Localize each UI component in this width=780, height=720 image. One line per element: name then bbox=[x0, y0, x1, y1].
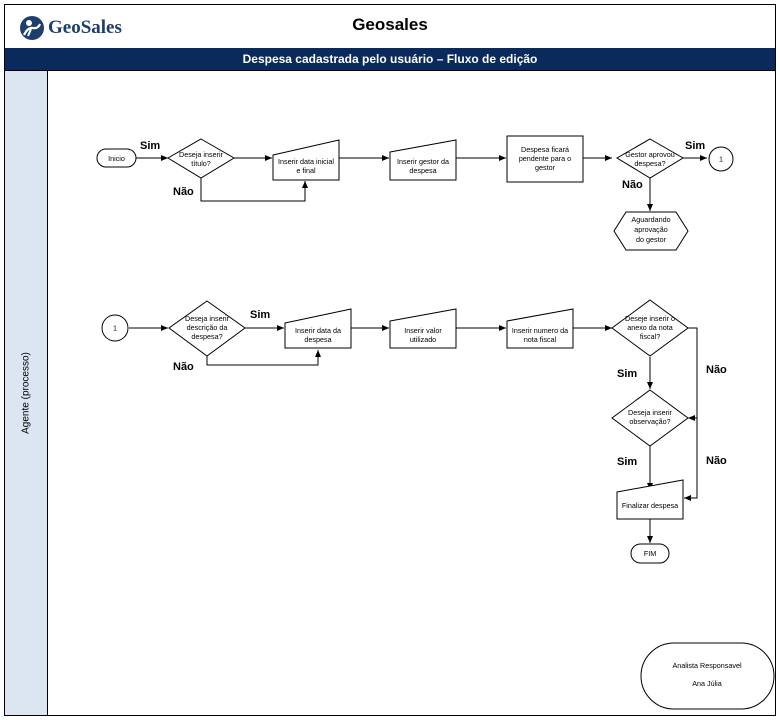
responsible-name: Ana Júlia bbox=[692, 679, 722, 688]
flow2-connectors bbox=[129, 325, 698, 543]
flow1-nao-1: Não bbox=[173, 186, 194, 198]
flow2-input-value-line: utilizado bbox=[410, 335, 436, 344]
flow1-connector: 1 bbox=[708, 146, 734, 172]
flow2-decision-description: Deseja inserir descrição da despesa? bbox=[168, 300, 246, 357]
flow1-pending-line: gestor bbox=[535, 163, 556, 172]
flow1-input-dates-line: e final bbox=[296, 166, 316, 175]
flow2-decision-description-line: Deseja inserir bbox=[185, 314, 230, 323]
flow1-sim-2: Sim bbox=[685, 140, 705, 152]
flow1-pending: Despesa ficará pendente para o gestor bbox=[506, 135, 584, 183]
flow2-input-date-line: Inserir data da bbox=[295, 326, 341, 335]
flow1-pending-line: pendente para o bbox=[519, 154, 571, 163]
flow2-decision-description-line: despesa? bbox=[191, 332, 222, 341]
flow1-sim-1: Sim bbox=[140, 140, 160, 152]
swimlane: Agente (processo) bbox=[5, 71, 48, 715]
flow2-input-invoice-line: nota fiscal bbox=[524, 335, 557, 344]
flow2-end: FIM bbox=[630, 543, 670, 564]
flow2-decision-attachment-line: Deseje inserir o bbox=[625, 314, 675, 323]
flow1-waiting-line: aprovação bbox=[634, 225, 668, 234]
flow2-finalize: Finalizar despesa bbox=[616, 479, 684, 520]
flow1-start: Inicio bbox=[96, 148, 137, 168]
flow1-decision-approved-line: despesa? bbox=[634, 159, 665, 168]
svg-text:Deseja inserir: Deseja inserir bbox=[179, 150, 224, 159]
flow1-decision-title: Deseja inserir título? bbox=[167, 138, 235, 179]
flow1-input-dates: Inserir data inicial e final bbox=[272, 139, 340, 181]
flow2-sim-2: Sim bbox=[617, 368, 637, 380]
svg-text:título?: título? bbox=[191, 159, 211, 168]
flow2-connector: 1 bbox=[101, 314, 129, 342]
flow1-decision-title-line: Deseja inserir bbox=[179, 150, 224, 159]
flow1-input-manager-line: Inserir gestor da bbox=[397, 157, 449, 166]
logo-icon bbox=[20, 16, 44, 40]
flow2-finalize-label: Finalizar despesa bbox=[622, 501, 678, 510]
flow2-input-invoice-line: Inserir numero da bbox=[512, 326, 568, 335]
flow1-waiting: Aguardando aprovação do gestor bbox=[613, 211, 689, 251]
flow2-decision-attachment-line: anexo da nota bbox=[627, 323, 673, 332]
flow2-sim-3: Sim bbox=[617, 456, 637, 468]
flow2-decision-attachment: Deseje inserir o anexo da nota fiscal? bbox=[611, 299, 689, 357]
page-title: Geosales bbox=[352, 15, 428, 34]
diagram-frame: GeoSales Geosales Despesa cadastrada pel… bbox=[4, 4, 776, 716]
flow2-decision-observation-line: Deseja inserir bbox=[628, 408, 673, 417]
flow1-input-manager-line: despesa bbox=[409, 166, 436, 175]
logo-text: GeoSales bbox=[48, 17, 122, 38]
flow1-nao-2: Não bbox=[622, 179, 643, 191]
flow2-nao-1: Não bbox=[173, 361, 194, 373]
flow2-input-date: Inserir data da despesa bbox=[284, 308, 352, 349]
flow2-decision-observation-line: observação? bbox=[629, 417, 670, 426]
flow2-decision-observation: Deseja inserir observação? bbox=[611, 389, 689, 447]
flow1-decision-title-line: título? bbox=[191, 159, 211, 168]
flow2-connector-label: 1 bbox=[113, 324, 117, 333]
responsible-role: Analista Responsavel bbox=[672, 661, 742, 670]
flow1-connector-label: 1 bbox=[719, 155, 723, 164]
flow2-input-date-line: despesa bbox=[304, 335, 331, 344]
flow1-start-label: Inicio bbox=[108, 154, 125, 163]
flow1-decision-approved-line: Gestor aprovou bbox=[625, 150, 675, 159]
process-title: Despesa cadastrada pelo usuário – Fluxo … bbox=[5, 48, 775, 71]
flow2-sim-1: Sim bbox=[250, 309, 270, 321]
flow2-end-label: FIM bbox=[644, 549, 656, 558]
flow1-connectors bbox=[136, 155, 707, 211]
flow1-decision-approved: Gestor aprovou despesa? bbox=[616, 138, 684, 179]
flow2-nao-2: Não bbox=[706, 364, 727, 376]
flow2-input-value-line: Inserir valor bbox=[404, 326, 442, 335]
logo: GeoSales bbox=[19, 13, 122, 43]
responsible-box: Analista Responsavel Ana Júlia bbox=[640, 642, 775, 710]
flow2-decision-attachment-line: fiscal? bbox=[640, 332, 660, 341]
flow2-input-value: Inserir valor utilizado bbox=[389, 308, 457, 349]
flow1-waiting-line: do gestor bbox=[636, 235, 667, 244]
flow2-decision-description-line: descrição da bbox=[187, 323, 228, 332]
flow2-nao-3: Não bbox=[706, 455, 727, 467]
flow1-waiting-line: Aguardando bbox=[631, 215, 670, 224]
flow1-pending-line: Despesa ficará bbox=[521, 145, 569, 154]
flow2-input-invoice: Inserir numero da nota fiscal bbox=[506, 308, 574, 349]
flow1-input-dates-line: Inserir data inicial bbox=[278, 157, 334, 166]
flow1-input-manager: Inserir gestor da despesa bbox=[389, 139, 457, 181]
